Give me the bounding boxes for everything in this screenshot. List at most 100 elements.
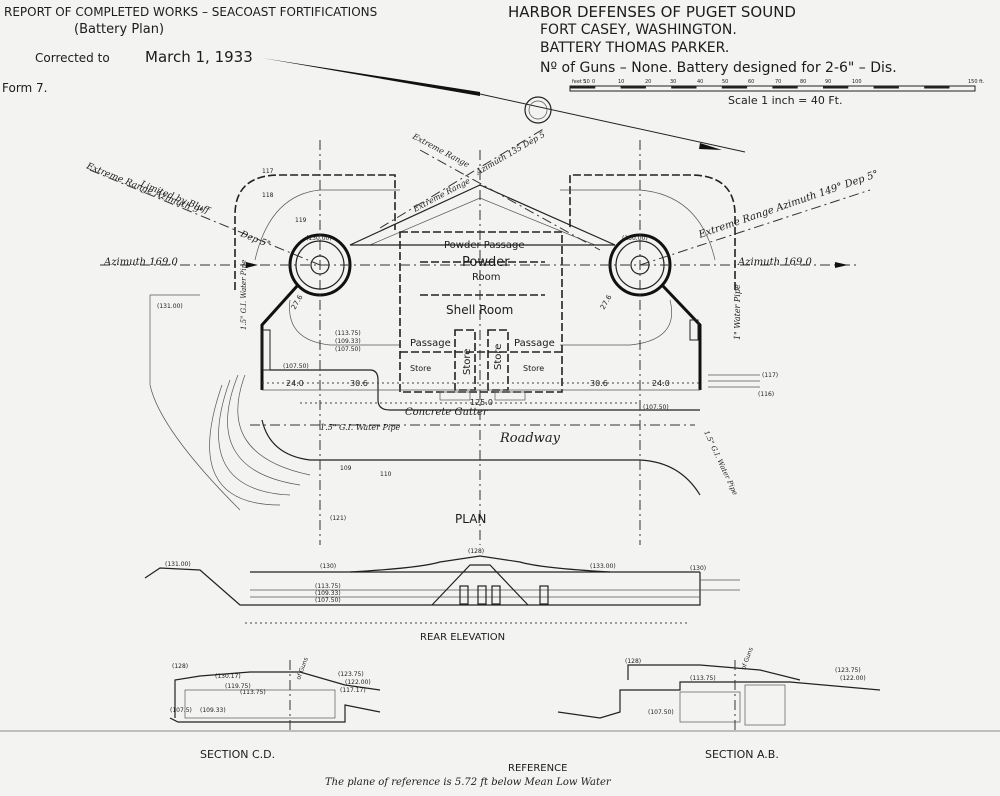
radius-right: 27.6 xyxy=(599,293,614,311)
reference-title: REFERENCE xyxy=(508,763,567,774)
scale-tick-label: 150 ft. xyxy=(968,79,985,85)
elev-e: (107.50) xyxy=(643,404,669,411)
label-dep-left: Dep 5° xyxy=(238,229,272,250)
label-roadway: Roadway xyxy=(499,431,561,446)
elev-gun-right: (130.00) xyxy=(622,235,648,242)
section-ab-label: (123.75) xyxy=(835,667,861,674)
elevation-label: (113.75) xyxy=(315,583,341,590)
label-store-1: Store xyxy=(410,364,431,373)
section-cd-label: (109.33) xyxy=(200,707,226,714)
rear-elevation: (131.00) (130) (113.75)(109.33)(107.50) (12… xyxy=(144,548,740,643)
elev-b: (109.33) xyxy=(335,338,361,345)
label-store-4: Store xyxy=(523,364,544,373)
elevation-label: (131.00) xyxy=(165,561,191,568)
radius-left: 27.6 xyxy=(290,293,305,311)
label-range-top-a: Extreme Range xyxy=(410,131,471,169)
elev-117: 117 xyxy=(262,168,274,175)
section-ab-title: SECTION A.B. xyxy=(705,748,779,761)
label-range-right: Extreme Range Azimuth 149° Dep 5° xyxy=(696,169,880,241)
elev-d: (107.50) xyxy=(283,363,309,370)
report-subtitle: (Battery Plan) xyxy=(74,22,164,37)
label-shell-room: Shell Room xyxy=(446,303,513,317)
label-water-pipe-se: 1.5" G.I. Water Pipe xyxy=(702,429,739,496)
section-cd: (128) (130.17) (119.75)(113.75) (123.75)(12… xyxy=(169,657,381,730)
dim-l1: 24.0 xyxy=(286,379,304,388)
elevation-label: (109.33) xyxy=(315,590,341,597)
dim-r1: 30.6 xyxy=(590,379,608,388)
elev-gun-left: (130.00) xyxy=(306,235,332,242)
section-cd-title: SECTION C.D. xyxy=(200,748,275,761)
label-passage-right: Passage xyxy=(514,338,555,349)
scale-tick-label: 70 xyxy=(775,79,781,85)
section-cd-label: (128) xyxy=(172,663,188,670)
north-arrow xyxy=(262,58,746,153)
section-cd-label: (130.17) xyxy=(215,673,241,680)
label-water-pipe-vert: 1.5" G.I. Water Pipe xyxy=(240,260,248,330)
dim-r2: 24.0 xyxy=(652,379,670,388)
elev-118: 118 xyxy=(262,192,274,199)
scale-tick-label: 10 xyxy=(618,79,624,85)
label-concrete-gutter: Concrete Gutter xyxy=(405,407,489,418)
label-azimuth-left: Azimuth 169.0 xyxy=(103,257,179,268)
corrected-date: March 1, 1933 xyxy=(145,48,253,66)
section-ab-label: (113.75) xyxy=(690,675,716,682)
harbor-title: HARBOR DEFENSES OF PUGET SOUND xyxy=(508,3,796,21)
label-range-top-b: Azimuth 135 Dep 5 xyxy=(474,130,547,177)
dim-total: 125.0 xyxy=(470,398,493,407)
elev-c: (107.50) xyxy=(335,346,361,353)
section-cd-label: (107.5) xyxy=(170,707,192,714)
form-number: Form 7. xyxy=(2,81,48,95)
section-ab-label: of Guns xyxy=(740,647,754,671)
scale-tick-label: 80 xyxy=(800,79,806,85)
guns-note: Nº of Guns – None. Battery designed for … xyxy=(540,60,897,76)
section-cd-label: (117.17) xyxy=(340,687,366,694)
section-cd-label: (113.75) xyxy=(240,689,266,696)
label-bluff: Limited by Bluff xyxy=(138,179,212,217)
scale-label: Scale 1 inch = 40 Ft. xyxy=(728,94,842,107)
elevation-label: (107.50) xyxy=(315,597,341,604)
section-ab-label: (107.50) xyxy=(648,709,674,716)
section-ab-label: (122.00) xyxy=(840,675,866,682)
section-ab: (128) (123.75)(122.00) (113.75) (107.50) of … xyxy=(557,647,881,730)
section-cd-label: (123.75) xyxy=(338,671,364,678)
dim-l2: 30.6 xyxy=(350,379,368,388)
section-cd-label: (122.00) xyxy=(345,679,371,686)
label-water-pipe-left: 1.5" G.I. Water Pipe xyxy=(320,423,401,432)
scale-tick-label: 50 xyxy=(722,79,728,85)
label-store-3: Store xyxy=(493,344,504,370)
battery-title: BATTERY THOMAS PARKER. xyxy=(540,40,729,56)
elevation-label: (130) xyxy=(690,565,706,572)
fort-title: FORT CASEY, WASHINGTON. xyxy=(540,22,737,38)
label-powder: Powder xyxy=(462,255,510,270)
rear-elevation-title: REAR ELEVATION xyxy=(420,632,505,643)
scale-tick-label: 90 xyxy=(825,79,831,85)
elev-i: (131.00) xyxy=(157,303,183,310)
corrected-label: Corrected to xyxy=(35,51,110,65)
label-powder-passage: Powder Passage xyxy=(444,240,525,251)
section-cd-label: of Guns xyxy=(295,657,309,681)
section-ab-label: (128) xyxy=(625,658,641,665)
elev-k: 110 xyxy=(380,471,392,478)
plan-view: Extreme Range Azimuth 9° Limited by Bluf… xyxy=(84,127,880,545)
report-title: REPORT OF COMPLETED WORKS – SEACOAST FOR… xyxy=(4,5,377,19)
elev-h: (121) xyxy=(330,515,346,522)
label-store-2: Store xyxy=(462,349,473,375)
elevation-label: (133.00) xyxy=(590,563,616,570)
label-room: Room xyxy=(472,272,500,283)
label-azimuth-right: Azimuth 169.0 xyxy=(737,257,813,268)
label-water-pipe-right: 1" Water Pipe xyxy=(733,284,742,340)
scale-tick-label: 5 xyxy=(583,79,586,85)
elev-119: 119 xyxy=(295,217,307,224)
scale-tick-label: 100 xyxy=(852,79,862,85)
scale-tick-label: 30 xyxy=(670,79,676,85)
scale-tick-label: feet 10 xyxy=(572,79,590,85)
label-range-top-c: Extreme Range xyxy=(411,176,472,214)
elevation-label: (128) xyxy=(468,548,484,555)
elev-j: 109 xyxy=(340,465,352,472)
label-passage-left: Passage xyxy=(410,338,451,349)
plan-title: PLAN xyxy=(455,512,486,526)
elevation-label: (130) xyxy=(320,563,336,570)
section-cd-label: (119.75) xyxy=(225,683,251,690)
